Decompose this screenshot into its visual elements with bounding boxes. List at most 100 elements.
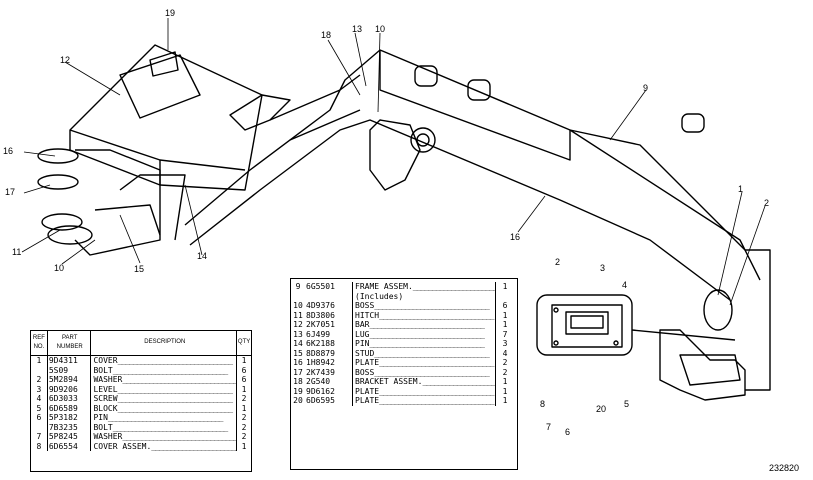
table-row: 25M2894WASHER6 bbox=[31, 375, 251, 385]
row-desc: BOSS bbox=[353, 301, 495, 311]
row-qty bbox=[495, 291, 514, 301]
row-part: 2G540 bbox=[305, 377, 353, 387]
row-desc: WASHER bbox=[91, 432, 238, 442]
row-qty: 6 bbox=[241, 375, 247, 384]
header-ref: REF NO. bbox=[31, 331, 48, 355]
row-desc: (Includes) bbox=[353, 292, 495, 302]
row-part: 6J499 bbox=[305, 329, 353, 339]
row-ref: 13 bbox=[293, 329, 303, 339]
row-part: 4D9376 bbox=[305, 301, 353, 311]
callout-12: 12 bbox=[60, 55, 71, 65]
row-desc: COVER ASSEM. bbox=[91, 441, 238, 451]
row-ref: 11 bbox=[293, 310, 303, 320]
row-ref: 16 bbox=[293, 358, 303, 367]
row-part: 6D3033 bbox=[48, 394, 92, 404]
callout-1: 1 bbox=[738, 184, 744, 194]
row-desc: PLATE bbox=[353, 358, 495, 368]
row-qty: 1 bbox=[241, 384, 247, 394]
table-row: 206D6595PLATE1 bbox=[291, 396, 517, 406]
row-desc-text: LUG bbox=[355, 329, 370, 339]
row-part: 5M2894 bbox=[48, 375, 92, 385]
row-ref: 9 bbox=[295, 282, 301, 291]
row-desc-text: PLATE bbox=[355, 358, 380, 367]
row-part: 6G5501 bbox=[305, 282, 353, 292]
table-row: 161H8942PLATE2 bbox=[291, 358, 517, 368]
table-row: 118D3806HITCH1 bbox=[291, 310, 517, 321]
row-desc: PIN bbox=[353, 339, 495, 349]
row-qty: 1 bbox=[241, 403, 247, 413]
callout-2: 2 bbox=[764, 198, 770, 208]
row-desc: BLOCK bbox=[91, 403, 238, 413]
row-ref: 15 bbox=[293, 348, 303, 358]
table-row: 65P3182PIN2 bbox=[31, 413, 251, 423]
row-desc: LEVEL bbox=[91, 384, 238, 394]
row-desc: WASHER bbox=[91, 375, 238, 385]
row-qty: 1 bbox=[495, 320, 514, 330]
callout-3: 3 bbox=[600, 263, 606, 273]
row-desc: BOLT bbox=[91, 365, 238, 375]
parts-table-header: REF NO. PART NUMBER DESCRIPTION QTY bbox=[31, 331, 251, 356]
row-desc-text: COVER ASSEM. bbox=[93, 441, 152, 451]
row-part: 7B3235 bbox=[48, 422, 92, 432]
row-qty: 2 bbox=[495, 367, 514, 377]
row-qty: 2 bbox=[241, 413, 247, 422]
table-row: 122K7051BAR1 bbox=[291, 320, 517, 330]
row-desc-text: BOLT bbox=[93, 422, 113, 432]
row-part: 6D6595 bbox=[305, 396, 353, 406]
row-qty: 1 bbox=[495, 396, 514, 406]
row-part: 9D9206 bbox=[48, 384, 92, 394]
row-desc-text: BOLT bbox=[93, 365, 113, 375]
row-ref: 20 bbox=[293, 396, 303, 405]
row-qty: 1 bbox=[241, 356, 247, 365]
header-part-number: PART NUMBER bbox=[48, 331, 92, 355]
row-desc-text: BRACKET ASSEM. bbox=[355, 377, 423, 386]
row-desc-text: SCREW bbox=[93, 394, 118, 403]
row-part: 2K7051 bbox=[305, 320, 353, 330]
callout-13: 13 bbox=[352, 24, 363, 34]
row-desc-text: PLATE bbox=[355, 386, 380, 396]
table-row: 104D9376BOSS6 bbox=[291, 301, 517, 311]
row-desc: PLATE bbox=[353, 387, 495, 397]
row-desc: BAR bbox=[353, 320, 495, 330]
callout-14: 14 bbox=[197, 251, 208, 261]
row-part: 5P3182 bbox=[48, 413, 92, 423]
row-qty: 2 bbox=[241, 394, 247, 403]
row-part bbox=[305, 291, 353, 301]
table-row: 136J499LUG7 bbox=[291, 329, 517, 339]
row-qty: 1 bbox=[495, 377, 514, 387]
row-desc: BOLT bbox=[91, 422, 238, 432]
row-ref: 17 bbox=[293, 367, 303, 377]
row-ref bbox=[291, 292, 305, 302]
row-ref: 8 bbox=[31, 441, 48, 451]
row-desc-text: WASHER bbox=[93, 375, 123, 384]
row-qty: 1 bbox=[495, 310, 514, 320]
row-desc-text: (Includes) bbox=[355, 291, 404, 301]
table-row: 5S09BOLT6 bbox=[31, 365, 251, 375]
row-desc: PLATE bbox=[353, 396, 495, 406]
row-desc: BRACKET ASSEM. bbox=[353, 377, 495, 387]
row-ref: 4 bbox=[31, 394, 48, 404]
row-desc-text: COVER bbox=[93, 356, 118, 365]
row-desc: FRAME ASSEM. bbox=[353, 282, 495, 292]
row-qty: 6 bbox=[495, 301, 514, 311]
row-desc-text: BLOCK bbox=[93, 403, 118, 413]
table-row: 19D4311COVER1 bbox=[31, 356, 251, 366]
row-qty: 2 bbox=[241, 422, 247, 432]
row-desc-text: PIN bbox=[355, 339, 370, 348]
table-row: 56D6589BLOCK1 bbox=[31, 403, 251, 413]
figure-number: 232820 bbox=[768, 463, 799, 473]
row-desc-text: HITCH bbox=[355, 310, 380, 320]
row-desc-text: STUD bbox=[355, 348, 375, 358]
row-desc-text: PIN bbox=[93, 413, 108, 422]
callout-16b: 16 bbox=[510, 232, 521, 242]
table-row: 146K2188PIN3 bbox=[291, 339, 517, 349]
row-part: 6D6554 bbox=[48, 441, 92, 451]
row-qty: 2 bbox=[495, 358, 514, 368]
row-ref: 10 bbox=[293, 301, 303, 310]
row-desc: HITCH bbox=[353, 311, 495, 321]
table-row: 172K7439BOSS2 bbox=[291, 367, 517, 377]
